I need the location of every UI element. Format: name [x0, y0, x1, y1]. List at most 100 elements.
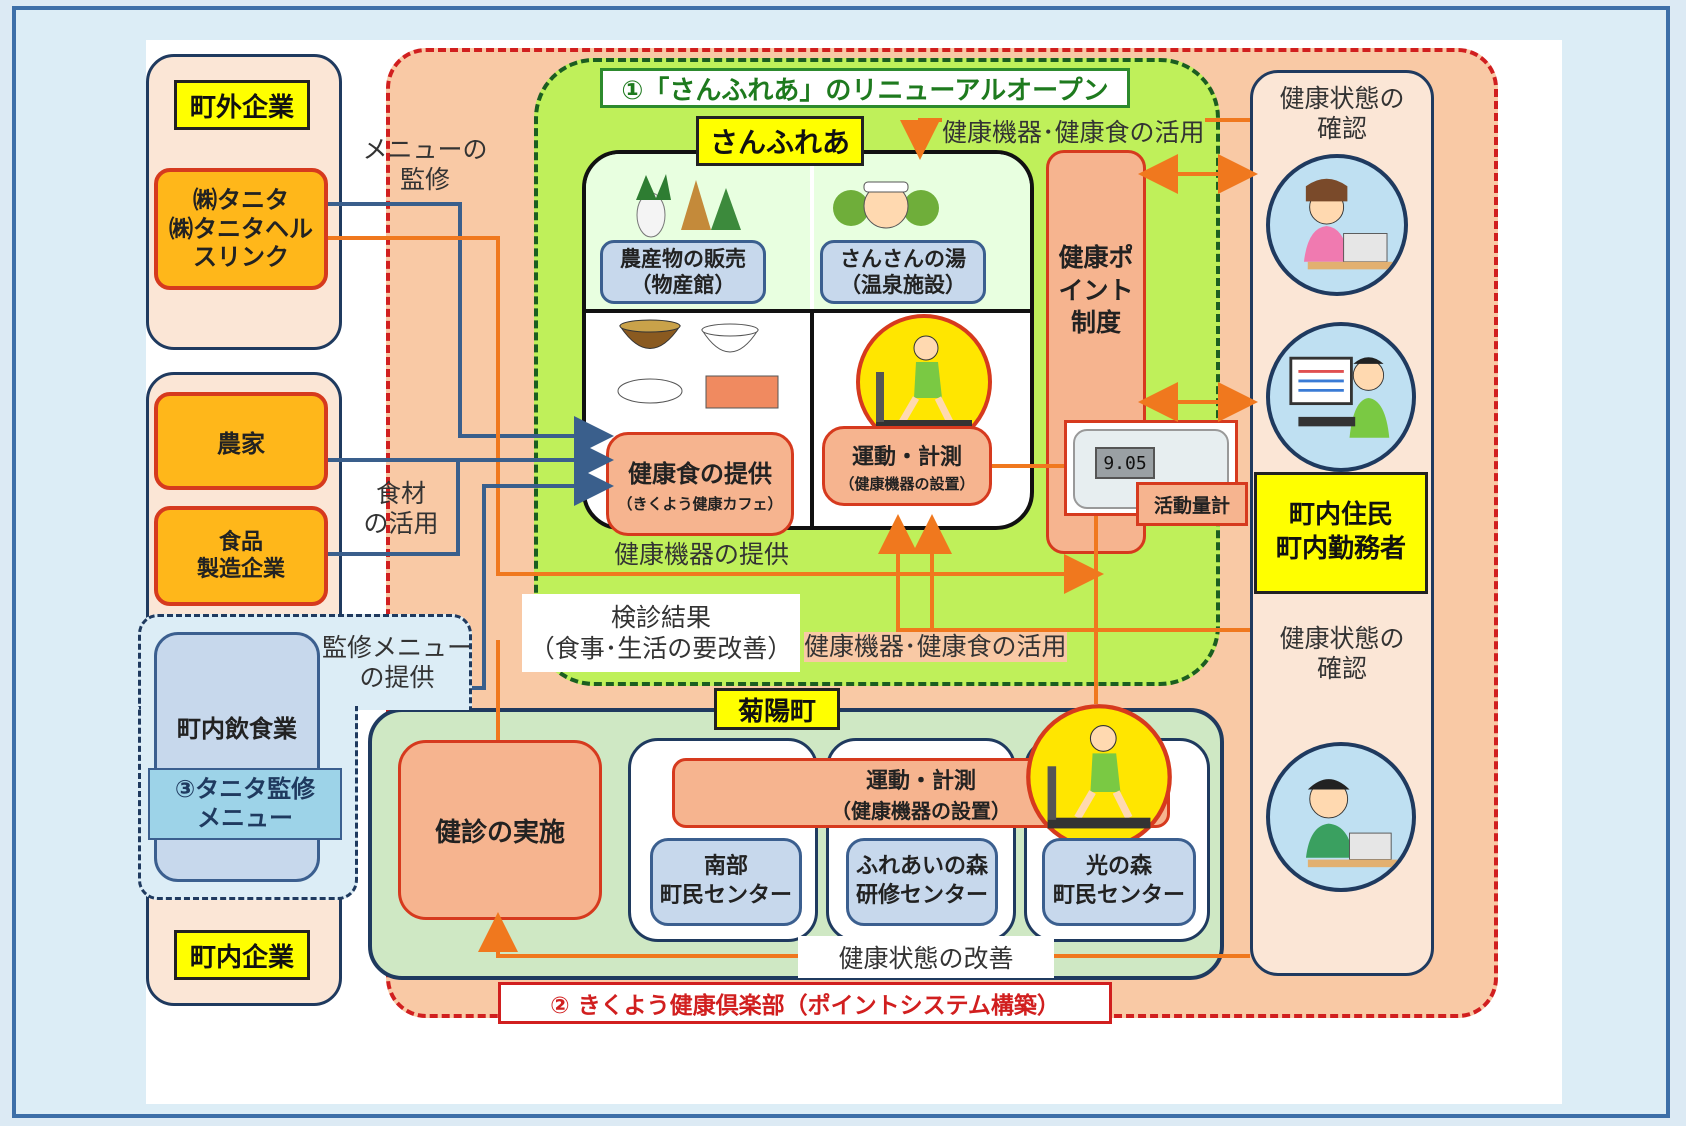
sunfurea-exercise: 運動・計測 （健康機器の設置）	[822, 426, 992, 506]
equipment-provision-arrow	[328, 236, 1104, 594]
health-improvement-text: 健康状態の改善	[838, 944, 1014, 973]
food-maker-arrow	[328, 460, 460, 556]
checkup-label: 健診の実施	[434, 817, 565, 848]
residents-line1: 町内住民	[1288, 500, 1393, 531]
supervised-menu-line2: の提供	[359, 663, 435, 692]
kikuyo-town-name-text: 菊陽町	[737, 696, 816, 727]
ingredients-label: 食材 の活用	[346, 476, 456, 542]
hikari-town-center: 光の森 町民センター	[1042, 838, 1196, 926]
equipment-use-bottom-arrow-2	[878, 514, 932, 632]
hikari-line1: 光の森	[1085, 854, 1152, 880]
onsen-line1: さんさんの湯	[840, 246, 966, 271]
woman-laptop-icon	[1266, 154, 1408, 296]
health-check-top-line2: 確認	[1316, 114, 1367, 143]
health-check-bottom: 健康状態の 確認	[1250, 622, 1434, 686]
boy-laptop-icon	[1266, 742, 1416, 892]
health-check-top: 健康状態の 確認	[1250, 82, 1434, 146]
healthy-food-provision: 健康食の提供 （きくよう健康カフェ）	[606, 432, 794, 536]
south-town-center: 南部 町民センター	[650, 838, 802, 926]
town-exercise-line1: 運動・計測	[865, 768, 976, 794]
restaurants-label: 町内飲食業	[177, 715, 297, 743]
health-check-bottom-line1: 健康状態の	[1279, 624, 1405, 653]
residents-label: 町内住民 町内勤務者	[1254, 472, 1428, 594]
sunfurea-exercise-line1: 運動・計測	[851, 444, 962, 470]
point-line3: 制度	[1070, 308, 1121, 338]
checkup-results-line1: 検診結果	[610, 602, 711, 632]
tanita-menu-line2: メニュー	[197, 804, 293, 832]
south-line2: 町民センター	[659, 883, 792, 908]
farmers-label: 農家	[217, 429, 265, 458]
equipment-use-top-label: 健康機器･健康食の活用	[942, 118, 1205, 148]
menu-supervision-label: メニューの 監修	[350, 132, 500, 198]
supervised-menu-arrow	[472, 466, 614, 690]
treadmill-icon	[856, 314, 992, 450]
health-check-top-line1: 健康状態の	[1279, 84, 1405, 113]
pedometer-icon: 9.05	[1064, 420, 1238, 516]
tanita-box: ㈱タニタ ㈱タニタヘル スリンク	[154, 168, 328, 290]
local-companies-text: 町内企業	[189, 942, 294, 973]
equipment-use-bottom-label: 健康機器･健康食の活用	[804, 632, 1067, 662]
onsen-line2: （温泉施設）	[840, 273, 966, 297]
checkup-results-label: 検診結果 （食事･生活の要改善）	[522, 594, 800, 672]
hikari-line2: 町民センター	[1052, 883, 1185, 908]
produce-line2: （物産館）	[630, 273, 736, 297]
diagram-canvas: ①「さんふれあ」のリニューアルオープン さんふれあ 農産物の販売 （物産館） さ…	[138, 40, 1562, 1104]
fureai-line2: 研修センター	[855, 883, 988, 908]
menu-supervision-line1: メニューの	[362, 135, 488, 164]
sunfurea-name-text: さんふれあ	[709, 126, 850, 159]
healthy-food-line2: （きくよう健康カフェ）	[617, 495, 783, 513]
checkup-results-line2: （食事･生活の要改善）	[529, 634, 793, 663]
menu-supervision-arrow	[328, 202, 614, 456]
ingredients-line2: の活用	[363, 509, 439, 538]
kikuyo-town-name: 菊陽町	[714, 688, 840, 730]
fureai-line1: ふれあいの森	[855, 854, 988, 880]
supervised-menu-label: 監修メニュー の提供	[322, 630, 472, 696]
sunfurea-name: さんふれあ	[696, 116, 864, 166]
tanita-line3: スリンク	[193, 243, 289, 272]
produce-sales: 農産物の販売 （物産館）	[600, 240, 766, 304]
farmers-box: 農家	[154, 392, 328, 490]
vegetables-icon	[636, 174, 741, 238]
point-system-label: 健康ポ イント 制度	[1046, 236, 1146, 346]
residents-line2: 町内勤務者	[1275, 534, 1406, 564]
food-maker-line1: 食品	[218, 529, 263, 555]
tanita-menu-line1: ③タニタ監修	[174, 775, 316, 804]
pedometer-display: 9.05	[1103, 452, 1147, 474]
meal-icon	[617, 319, 779, 409]
outside-companies-text: 町外企業	[189, 92, 294, 123]
health-check-bottom-line2: 確認	[1316, 654, 1367, 683]
food-maker-box: 食品 製造企業	[154, 506, 328, 606]
sunfurea-exercise-line2: （健康機器の設置）	[839, 474, 975, 493]
pedometer-label: 活動量計	[1136, 482, 1248, 526]
onsen-facility: さんさんの湯 （温泉施設）	[820, 240, 986, 304]
ingredients-line1: 食材	[375, 479, 426, 508]
tanita-line2: ㈱タニタヘル	[169, 214, 313, 243]
club-title-text: ② きくよう健康倶楽部（ポイントシステム構築）	[550, 993, 1060, 1019]
healthy-food-line1: 健康食の提供	[628, 460, 772, 488]
equipment-use-bottom-arrow	[912, 514, 1250, 632]
renewal-title: ①「さんふれあ」のリニューアルオープン	[600, 68, 1130, 108]
menu-supervision-line2: 監修	[399, 165, 450, 194]
tanita-line1: ㈱タニタ	[193, 185, 289, 214]
supervised-menu-line1: 監修メニュー	[322, 633, 473, 662]
point-line1: 健康ポ	[1058, 243, 1134, 273]
renewal-title-text: ①「さんふれあ」のリニューアルオープン	[621, 75, 1109, 106]
health-improvement-label: 健康状態の改善	[798, 936, 1054, 978]
equipment-provision-label: 健康機器の提供	[614, 540, 790, 569]
south-line1: 南部	[703, 854, 748, 880]
food-maker-line2: 製造企業	[196, 557, 285, 582]
point-line2: イント	[1058, 275, 1134, 305]
produce-line1: 農産物の販売	[620, 246, 746, 271]
outside-companies-label: 町外企業	[174, 80, 310, 130]
town-exercise-line2: （健康機器の設置）	[831, 798, 1011, 823]
man-computer-icon	[1266, 322, 1416, 472]
onsen-person-icon	[833, 181, 939, 229]
local-companies-label: 町内企業	[174, 930, 310, 980]
club-title: ② きくよう健康倶楽部（ポイントシステム構築）	[498, 982, 1112, 1024]
treadmill-icon-town	[1026, 704, 1172, 850]
fureai-training-center: ふれあいの森 研修センター	[846, 838, 998, 926]
checkup-implementation: 健診の実施	[398, 740, 602, 920]
tanita-menu-box: ③タニタ監修 メニュー	[148, 768, 342, 840]
restaurants-box: 町内飲食業	[154, 632, 320, 882]
pedometer-label-text: 活動量計	[1153, 494, 1230, 517]
